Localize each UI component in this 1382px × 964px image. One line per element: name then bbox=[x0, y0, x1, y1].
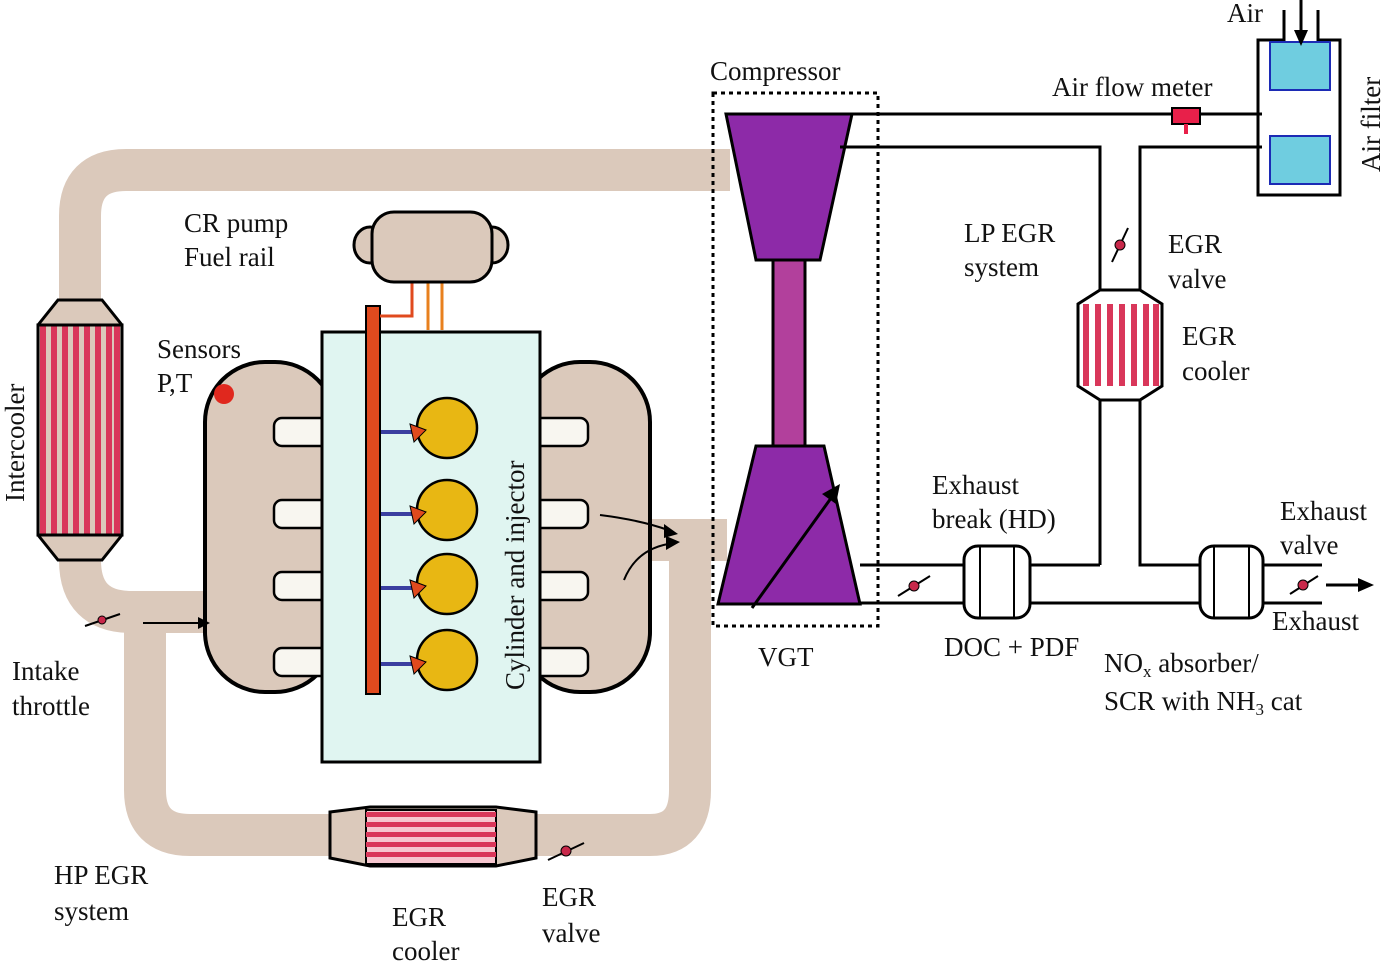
exhaust-brake-valve bbox=[897, 575, 931, 597]
turbine-wheel bbox=[716, 444, 862, 606]
vgt-arrow bbox=[750, 484, 840, 609]
fuel-supply-lines bbox=[380, 280, 444, 330]
cr-pump bbox=[352, 210, 510, 284]
exhaust-valve bbox=[1289, 575, 1319, 595]
hp-egr-system-label-2: system bbox=[54, 896, 129, 926]
flow-arrows bbox=[143, 514, 680, 629]
lp-egr-system-label-1: LP EGR bbox=[964, 218, 1055, 248]
cr-pump-label: CR pump bbox=[184, 208, 288, 238]
lp-egr-cooler bbox=[1076, 288, 1164, 402]
injectors bbox=[376, 423, 427, 675]
air-flow-meter bbox=[1171, 107, 1201, 134]
cylinder-injector-label: Cylinder and injector bbox=[500, 461, 530, 690]
doc-pdf-canister bbox=[962, 544, 1032, 620]
fuel-rail bbox=[365, 305, 381, 695]
nox-absorber-label: NOx absorber/ bbox=[1104, 648, 1259, 681]
compressor-wheel bbox=[724, 112, 854, 262]
lp-egr-cooler-label-1: EGR bbox=[1182, 321, 1236, 351]
exhaust-break-label-2: break (HD) bbox=[932, 504, 1056, 534]
exhaust-outlet-arrow bbox=[1326, 578, 1374, 592]
vgt-label: VGT bbox=[758, 642, 814, 672]
fuel-rail-label: Fuel rail bbox=[184, 242, 275, 272]
lp-egr-valve-label-1: EGR bbox=[1168, 229, 1222, 259]
hp-egr-pipe bbox=[124, 560, 711, 856]
scr-text-b: cat bbox=[1264, 686, 1303, 716]
air-filter-label: Air filter bbox=[1356, 77, 1382, 172]
intercooler bbox=[36, 298, 124, 562]
scr-text-sub: 3 bbox=[1256, 700, 1265, 719]
scr-label: SCR with NH3 cat bbox=[1104, 686, 1303, 719]
hp-egr-cooler-label-1: EGR bbox=[392, 902, 446, 932]
intercooler-label: Intercooler bbox=[0, 384, 30, 502]
turbocharger-outline bbox=[711, 91, 880, 628]
nox-text-a: NO bbox=[1104, 648, 1143, 678]
sensors-label: Sensors bbox=[157, 334, 241, 364]
lp-air-pipe bbox=[840, 112, 1322, 605]
hp-egr-valve-label-1: EGR bbox=[542, 882, 596, 912]
sensors-pt-label: P,T bbox=[157, 368, 193, 398]
lp-egr-system-label-2: system bbox=[964, 252, 1039, 282]
nox-text-b: absorber/ bbox=[1152, 648, 1260, 678]
air-inlet-arrow bbox=[1294, 0, 1308, 46]
air-label: Air bbox=[1227, 0, 1263, 28]
hp-egr-valve-label-2: valve bbox=[542, 918, 600, 948]
lp-egr-valve-label-2: valve bbox=[1168, 264, 1226, 294]
compressor-label: Compressor bbox=[710, 56, 841, 86]
exhaust-label: Exhaust bbox=[1272, 606, 1359, 636]
exhaust-valve-label-2: valve bbox=[1280, 530, 1338, 560]
hp-egr-valve bbox=[547, 842, 585, 861]
lp-egr-valve bbox=[1111, 227, 1129, 263]
sensor-dot bbox=[214, 384, 234, 404]
exhaust-break-label-1: Exhaust bbox=[932, 470, 1019, 500]
hp-egr-cooler bbox=[328, 805, 538, 868]
air-filter bbox=[1256, 10, 1342, 197]
nox-text-sub: x bbox=[1143, 662, 1152, 681]
intake-throttle-label-1: Intake bbox=[12, 656, 79, 686]
hp-egr-cooler-label-2: cooler bbox=[392, 936, 459, 964]
lp-egr-cooler-label-2: cooler bbox=[1182, 356, 1249, 386]
nox-absorber-canister bbox=[1198, 544, 1265, 620]
air-flow-meter-label: Air flow meter bbox=[1052, 72, 1212, 102]
turbo-shaft bbox=[771, 258, 807, 448]
intake-throttle-label-2: throttle bbox=[12, 691, 90, 721]
doc-pdf-label: DOC + PDF bbox=[944, 632, 1079, 662]
cylinders bbox=[415, 396, 479, 692]
scr-text-a: SCR with NH bbox=[1104, 686, 1256, 716]
exhaust-valve-label-1: Exhaust bbox=[1280, 496, 1367, 526]
hp-egr-system-label-1: HP EGR bbox=[54, 860, 148, 890]
intake-throttle-valve bbox=[84, 613, 121, 627]
